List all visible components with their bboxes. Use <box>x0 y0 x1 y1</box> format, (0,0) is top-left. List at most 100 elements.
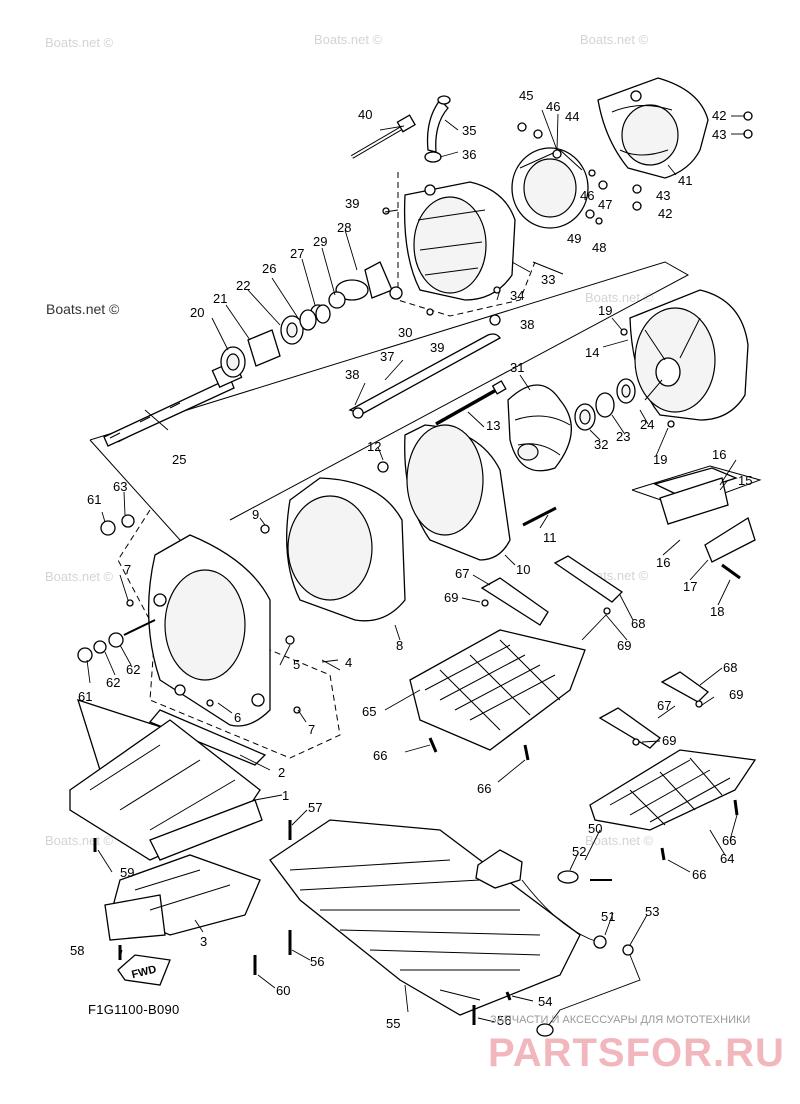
callout: 7 <box>124 562 131 577</box>
callout: 1 <box>282 788 289 803</box>
callout: 65 <box>362 704 376 719</box>
callout: 54 <box>538 994 552 1009</box>
watermark: Boats.net © <box>45 35 114 50</box>
callout: 62 <box>106 675 120 690</box>
callout: 22 <box>236 278 250 293</box>
fwd-sign: FWD <box>117 954 171 986</box>
callout: 50 <box>588 821 602 836</box>
callout: 8 <box>396 638 403 653</box>
callout: 42 <box>658 206 672 221</box>
bolt-40 <box>350 114 416 159</box>
hull-plate-55 <box>269 819 581 1016</box>
callout: 16 <box>656 555 670 570</box>
callout: 59 <box>120 865 134 880</box>
callout: 34 <box>510 288 524 303</box>
callout: 19 <box>598 303 612 318</box>
callout: 4 <box>345 655 352 670</box>
callout: 62 <box>126 662 140 677</box>
callout: 37 <box>380 349 394 364</box>
callout: 55 <box>386 1016 400 1031</box>
brand-footer: ЗАПЧАСТИ И АКСЕССУАРЫ ДЛЯ МОТОТЕХНИКИ PA… <box>488 1014 785 1075</box>
callout: 68 <box>631 616 645 631</box>
callout: 56 <box>310 954 324 969</box>
callout: 52 <box>572 844 586 859</box>
callout: 13 <box>486 418 500 433</box>
callout: 9 <box>252 507 259 522</box>
small-parts-upper <box>310 111 753 326</box>
callout: 39 <box>430 340 444 355</box>
callout: 69 <box>729 687 743 702</box>
watermark: Boats.net © <box>45 833 114 848</box>
sensor-assembly-50 <box>475 849 641 1037</box>
leader-lines <box>86 109 745 1023</box>
callout: 42 <box>712 108 726 123</box>
callout: 68 <box>723 660 737 675</box>
callout: 5 <box>293 657 300 672</box>
callout: 44 <box>565 109 579 124</box>
hose-37 <box>348 333 501 419</box>
jet-nozzle-housing-33 <box>403 181 516 301</box>
callout: 67 <box>455 566 469 581</box>
brand-tagline: ЗАПЧАСТИ И АКСЕССУАРЫ ДЛЯ МОТОТЕХНИКИ <box>490 1014 750 1026</box>
callout: 6 <box>234 710 241 725</box>
bolt-13 <box>435 380 507 426</box>
callout: 51 <box>601 909 615 924</box>
callout-labels: 1 2 3 4 5 6 7 7 8 9 10 11 12 13 14 15 16… <box>70 88 752 1031</box>
callout: 2 <box>278 765 285 780</box>
callout: 21 <box>213 291 227 306</box>
callout: 49 <box>567 231 581 246</box>
callout: 19 <box>653 452 667 467</box>
seals-23-24-32 <box>574 378 636 431</box>
callout: 3 <box>200 934 207 949</box>
callout: 46 <box>580 188 594 203</box>
callout: 35 <box>462 123 476 138</box>
callout: 66 <box>692 867 706 882</box>
diagram-code: F1G1100-B090 <box>88 1002 180 1017</box>
impeller-housing-14 <box>620 289 749 428</box>
callout: 29 <box>313 234 327 249</box>
callout: 69 <box>617 638 631 653</box>
watermark: Boats.net © <box>585 833 654 848</box>
callout: 39 <box>345 196 359 211</box>
bolts-lower <box>93 737 739 1025</box>
watermark: Boats.net © <box>314 32 383 47</box>
callout: 32 <box>594 437 608 452</box>
callout: 16 <box>712 447 726 462</box>
callout: 43 <box>712 127 726 142</box>
callout: 63 <box>113 479 127 494</box>
callout: 7 <box>308 722 315 737</box>
callout: 24 <box>640 417 654 432</box>
hose-35 <box>424 95 451 163</box>
callout: 14 <box>585 345 599 360</box>
callout: 15 <box>738 473 752 488</box>
callout: 38 <box>520 317 534 332</box>
callout: 36 <box>462 147 476 162</box>
callout: 57 <box>308 800 322 815</box>
callout: 43 <box>656 188 670 203</box>
callout: 20 <box>190 305 204 320</box>
fwd-label: FWD <box>130 963 157 981</box>
callout: 58 <box>70 943 84 958</box>
callout: 12 <box>367 439 381 454</box>
duct-8 <box>260 477 406 645</box>
duct-10 <box>377 424 557 561</box>
callout: 66 <box>373 748 387 763</box>
nozzle-deflector-41 <box>597 77 709 179</box>
callout: 48 <box>592 240 606 255</box>
callout: 27 <box>290 246 304 261</box>
callout: 33 <box>541 272 555 287</box>
watermark: Boats.net © <box>580 32 649 47</box>
callout: 56 <box>497 1013 511 1028</box>
drive-shaft-25 <box>103 360 243 447</box>
callout: 69 <box>662 733 676 748</box>
callout: 69 <box>444 590 458 605</box>
callout: 41 <box>678 173 692 188</box>
brand-logo: PARTSFOR.RU <box>488 1031 785 1075</box>
callout: 40 <box>358 107 372 122</box>
callout: 10 <box>516 562 530 577</box>
callout: 31 <box>510 360 524 375</box>
watermark: Boats.net © <box>45 569 114 584</box>
brackets-67-68 <box>480 555 710 749</box>
callout: 38 <box>345 367 359 382</box>
watermark: Boats.net © <box>585 290 654 305</box>
